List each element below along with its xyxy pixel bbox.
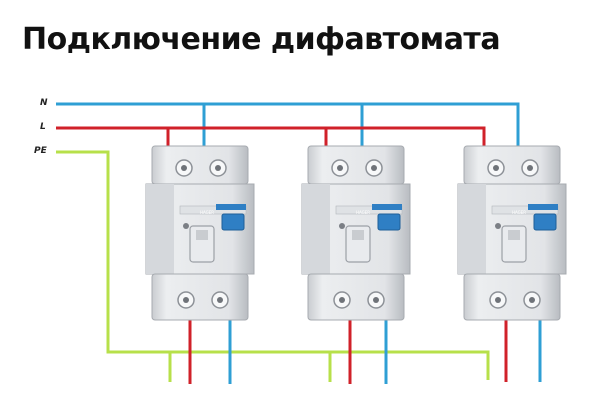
device-brand-2: HAGER [356,210,370,215]
bus-label-pe: PE [34,146,47,156]
device-brand-3: HAGER [512,210,526,215]
rcbo-device-2: HAGER [301,145,411,321]
diagram-title: Подключение дифавтомата [22,22,501,57]
wire-l-bus [56,126,486,152]
rcbo-device-3: HAGER [457,145,567,321]
bus-label-n: N [40,98,48,108]
wires [56,102,542,384]
device-brand-1: HAGER [200,210,214,215]
rcbo-device-1: HAGER [145,145,255,321]
wire-n-bus [56,102,520,152]
wire-pe-bus [56,150,490,380]
bus-label-l: L [40,122,46,132]
